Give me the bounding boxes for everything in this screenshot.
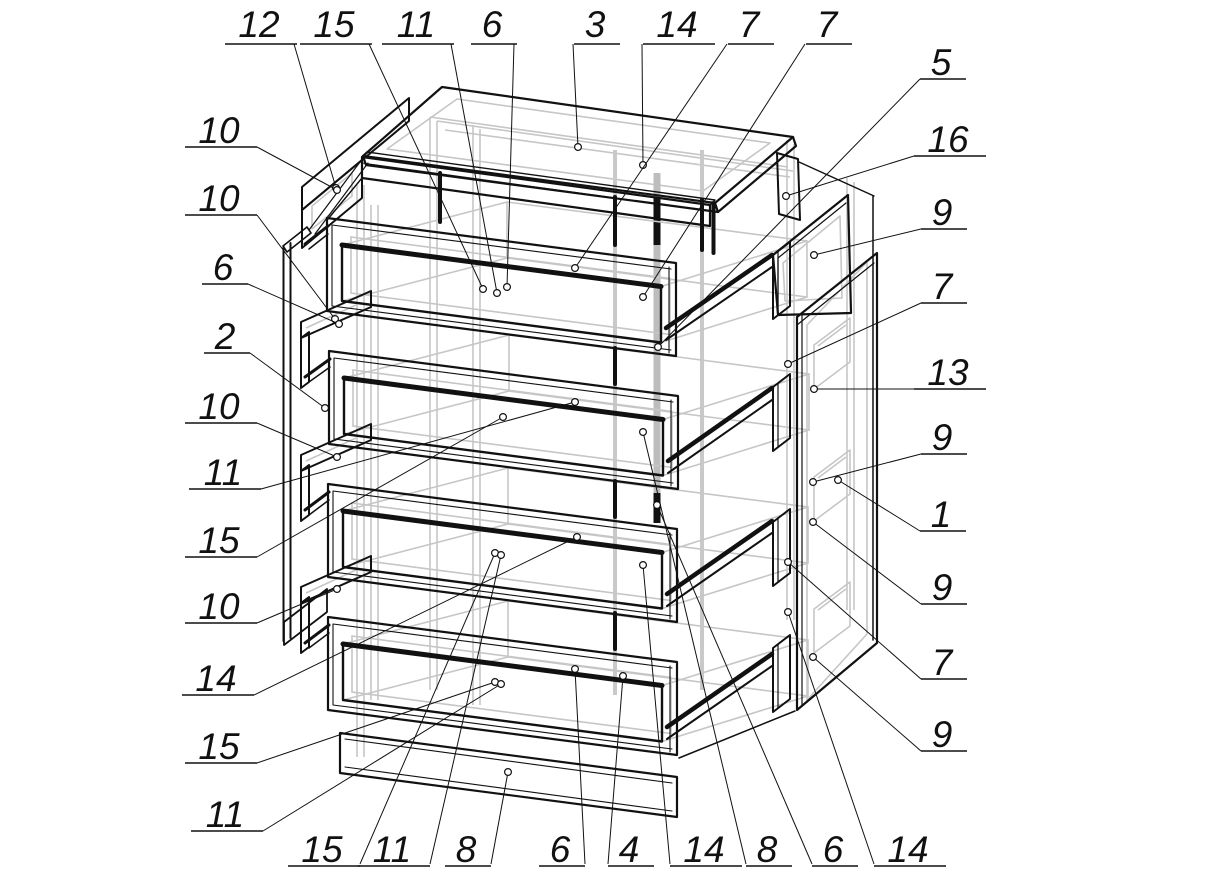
drawer-front-3 [303,482,775,624]
part-label-10-18: 10 [185,110,342,195]
svg-text:6: 6 [213,247,234,288]
rear-rail-cap [776,152,875,641]
part-label-4-33: 4 [607,671,654,870]
part-label-7-6: 7 [570,4,774,273]
svg-text:15: 15 [198,726,240,767]
svg-text:8: 8 [757,829,778,870]
part-label-7-7: 7 [638,4,852,302]
svg-text:4: 4 [619,829,640,870]
svg-text:15: 15 [301,829,343,870]
svg-text:16: 16 [927,119,969,160]
part-label-9-10: 9 [809,192,967,260]
part-label-10-19: 10 [185,178,340,324]
part-label-9-17: 9 [808,652,967,755]
drawer-front-4 [303,615,775,757]
part-label-1-14: 1 [833,476,966,535]
part-label-6-3: 6 [471,4,517,292]
svg-text:3: 3 [585,4,606,45]
part-label-11-23: 11 [189,398,579,493]
svg-text:15: 15 [313,4,355,45]
svg-text:11: 11 [204,452,242,493]
svg-text:10: 10 [198,110,240,151]
part-label-10-22: 10 [185,386,342,462]
svg-text:9: 9 [932,192,953,233]
svg-text:7: 7 [932,266,954,307]
svg-text:7: 7 [739,4,761,45]
drawer-front-2 [303,349,775,491]
left-front-post [282,157,369,646]
svg-text:6: 6 [482,4,503,45]
part-label-14-5: 14 [638,4,715,170]
part-label-12-0: 12 [225,4,341,193]
part-label-7-16: 7 [783,557,967,683]
bottom-rail [338,710,796,819]
svg-text:10: 10 [198,178,240,219]
part-label-5-8: 5 [653,42,966,352]
part-label-14-34: 14 [638,560,742,870]
svg-text:10: 10 [198,586,240,627]
svg-text:14: 14 [683,829,724,870]
svg-text:11: 11 [397,4,435,45]
part-label-16-9: 16 [781,119,986,201]
part-label-9-15: 9 [808,517,967,608]
svg-text:10: 10 [198,386,240,427]
drawer-front-1 [303,216,775,358]
svg-text:5: 5 [931,42,952,83]
svg-text:6: 6 [550,829,571,870]
svg-text:8: 8 [456,829,477,870]
svg-text:11: 11 [373,829,411,870]
part-label-11-28: 11 [191,679,506,835]
part-label-6-36: 6 [652,501,858,870]
part-label-9-13: 9 [808,417,967,487]
part-label-11-2: 11 [382,4,502,298]
svg-text:2: 2 [214,316,236,357]
part-label-15-27: 15 [185,677,500,767]
part-label-7-11: 7 [783,266,967,369]
drawers [303,216,775,757]
svg-text:12: 12 [238,4,280,45]
svg-text:9: 9 [932,714,953,755]
svg-text:11: 11 [206,794,244,835]
part-label-6-32: 6 [539,664,586,870]
svg-text:9: 9 [932,567,953,608]
part-label-13-12: 13 [809,352,986,394]
svg-text:13: 13 [927,352,969,393]
visible-lines [282,85,879,819]
drawer-boxes-hidden [341,201,810,743]
svg-text:14: 14 [195,658,236,699]
part-label-3-4: 3 [572,4,620,152]
svg-text:14: 14 [656,4,697,45]
part-label-15-24: 15 [185,413,508,561]
part-label-14-26: 14 [182,532,581,699]
part-label-14-37: 14 [783,607,946,870]
part-label-11-30: 11 [358,550,506,870]
svg-text:7: 7 [932,642,954,683]
part-label-2-21: 2 [204,316,330,413]
part-label-8-31: 8 [445,767,513,870]
svg-text:7: 7 [817,4,839,45]
part-label-6-20: 6 [202,247,344,329]
svg-text:14: 14 [887,829,928,870]
part-label-15-29: 15 [288,548,500,870]
right-bracket-plates [772,241,791,713]
svg-text:15: 15 [198,520,240,561]
svg-text:1: 1 [931,494,952,535]
part-label-10-25: 10 [185,584,342,627]
part-label-15-1: 15 [300,4,488,294]
svg-text:9: 9 [932,417,953,458]
svg-text:6: 6 [823,829,844,870]
